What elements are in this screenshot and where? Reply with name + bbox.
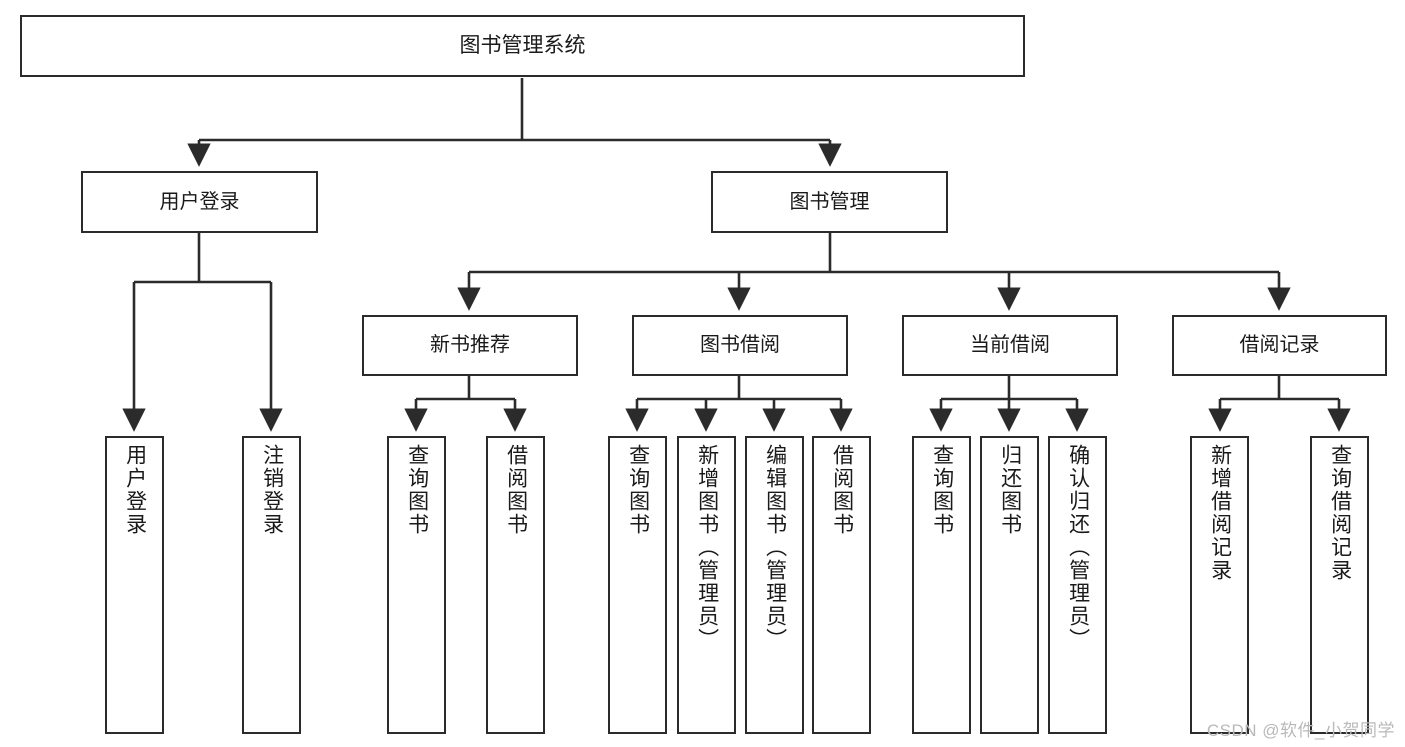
node-book-management[interactable]: 图书管理 — [711, 171, 948, 233]
node-leaf-query-book-borrow[interactable]: 查询图书 — [608, 436, 667, 734]
node-leaf-query-book-current[interactable]: 查询图书 — [912, 436, 971, 734]
node-label: 新增借阅记录 — [1208, 444, 1232, 582]
node-user-login[interactable]: 用户登录 — [81, 171, 318, 233]
node-label: 图书管理 — [789, 190, 870, 213]
node-label: 查询图书 — [405, 444, 429, 536]
node-label: 图书管理系统 — [459, 33, 586, 57]
node-label: 借阅图书 — [504, 444, 528, 536]
node-leaf-edit-book[interactable]: 编辑图书（管理员） — [745, 436, 804, 734]
node-label: 确认归还（管理员） — [1066, 444, 1090, 651]
node-label: 新增图书（管理员） — [695, 444, 719, 651]
node-label: 当前借阅 — [970, 334, 1050, 356]
node-label: 查询借阅记录 — [1328, 444, 1352, 582]
node-leaf-query-borrow-record[interactable]: 查询借阅记录 — [1310, 436, 1369, 734]
node-leaf-borrow-book-recommend[interactable]: 借阅图书 — [486, 436, 545, 734]
node-leaf-logout[interactable]: 注销登录 — [242, 436, 301, 734]
node-leaf-user-login[interactable]: 用户登录 — [105, 436, 164, 734]
node-label: 新书推荐 — [430, 334, 510, 356]
node-label: 查询图书 — [930, 444, 954, 536]
node-label: 借阅图书 — [830, 444, 854, 536]
node-label: 借阅记录 — [1239, 334, 1320, 356]
node-new-book-recommend[interactable]: 新书推荐 — [362, 315, 578, 376]
node-book-borrow[interactable]: 图书借阅 — [632, 315, 848, 376]
node-label: 查询图书 — [626, 444, 650, 536]
node-leaf-add-borrow-record[interactable]: 新增借阅记录 — [1190, 436, 1249, 734]
node-leaf-add-book[interactable]: 新增图书（管理员） — [677, 436, 736, 734]
node-root-book-management-system[interactable]: 图书管理系统 — [20, 15, 1025, 77]
node-label: 用户登录 — [123, 444, 147, 536]
node-leaf-query-book-recommend[interactable]: 查询图书 — [387, 436, 446, 734]
node-leaf-return-book[interactable]: 归还图书 — [980, 436, 1039, 734]
node-label: 归还图书 — [998, 444, 1022, 536]
node-leaf-confirm-return[interactable]: 确认归还（管理员） — [1048, 436, 1107, 734]
node-label: 用户登录 — [159, 190, 240, 213]
node-label: 编辑图书（管理员） — [763, 444, 787, 651]
node-current-borrow[interactable]: 当前借阅 — [902, 315, 1118, 376]
node-label: 图书借阅 — [700, 334, 780, 356]
node-borrow-record[interactable]: 借阅记录 — [1172, 315, 1387, 376]
node-label: 注销登录 — [260, 444, 284, 536]
node-leaf-borrow-book[interactable]: 借阅图书 — [812, 436, 871, 734]
